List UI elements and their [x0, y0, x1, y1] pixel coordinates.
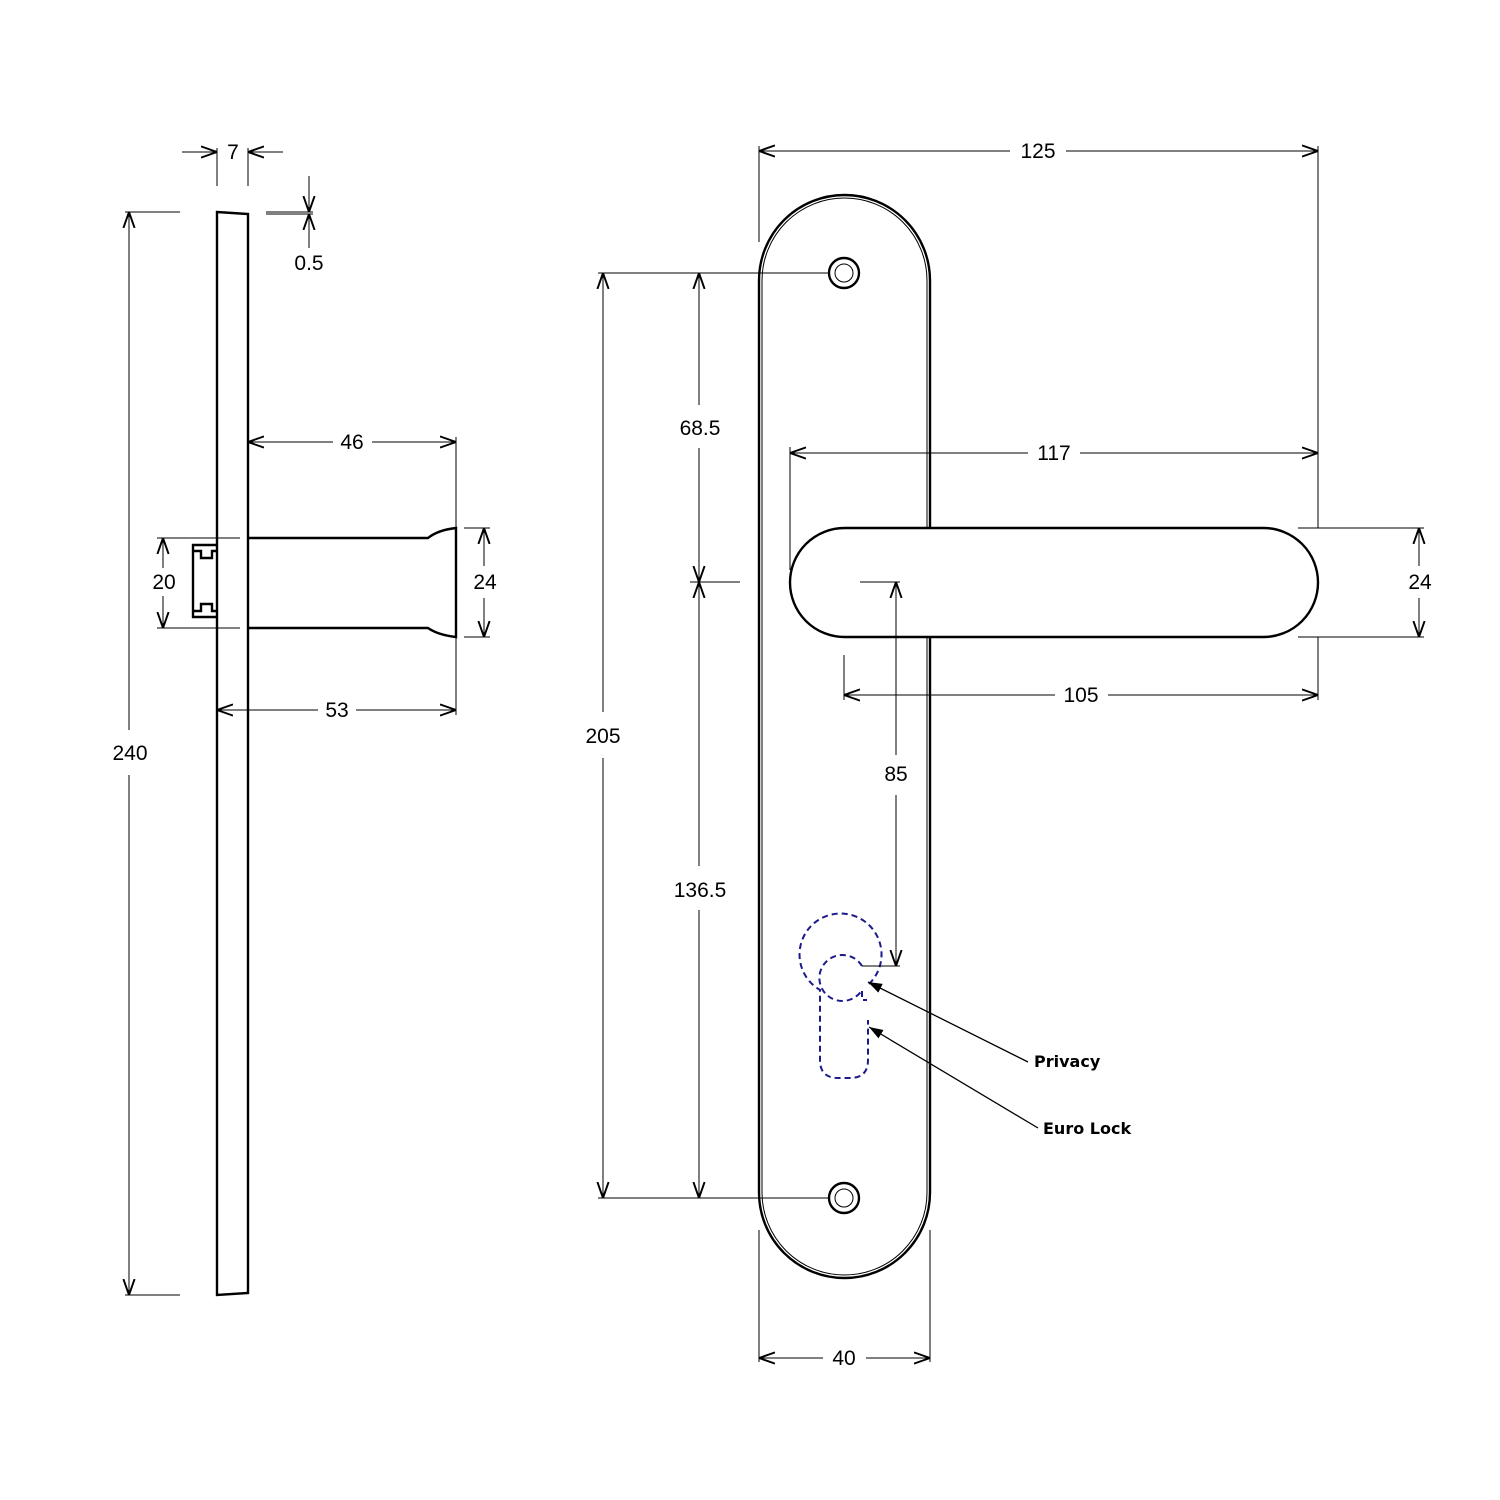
dim-front-lever-to-lock: 85	[884, 763, 907, 786]
dim-side-total-depth: 53	[325, 699, 348, 722]
callout-privacy: Privacy	[1034, 1052, 1101, 1071]
front-view	[757, 193, 1320, 1280]
callout-euro-lock: Euro Lock	[1043, 1119, 1131, 1138]
dim-front-lever-projection: 105	[1063, 684, 1098, 707]
bottom-fixing-hole	[827, 1181, 861, 1215]
dim-side-chamfer: 0.5	[294, 252, 323, 275]
euro-lock-leader	[868, 1026, 1039, 1129]
callouts: Privacy Euro Lock	[867, 981, 1131, 1138]
side-dimensions: 7 0.5 240 46 53 20 24	[112, 141, 497, 1296]
dim-side-thickness: 7	[227, 141, 239, 164]
front-lever	[788, 526, 1320, 639]
dim-side-lever-dia: 24	[473, 571, 497, 594]
side-spindle	[191, 543, 217, 619]
front-backplate	[757, 193, 932, 1280]
dim-side-lever-depth: 46	[340, 431, 363, 454]
dim-front-lever-to-hole: 136.5	[674, 879, 727, 902]
dim-front-hole-to-lever: 68.5	[680, 417, 721, 440]
dim-front-lever-dia: 24	[1408, 571, 1432, 594]
side-lever	[248, 526, 458, 639]
dim-side-spindle: 20	[152, 571, 175, 594]
dim-front-hole-centres: 205	[585, 725, 620, 748]
side-backplate	[215, 210, 250, 1297]
dim-front-width-total: 125	[1020, 140, 1055, 163]
front-dimensions: 125 117 24 105 85 205 68	[585, 140, 1432, 1370]
dim-front-plate-width: 40	[832, 1347, 855, 1370]
top-fixing-hole	[827, 256, 861, 290]
side-view	[191, 210, 458, 1297]
dim-front-lever-length: 117	[1037, 442, 1070, 465]
privacy-outline	[818, 954, 867, 1002]
euro-lock-outline	[798, 912, 883, 1079]
privacy-leader	[867, 981, 1029, 1063]
dim-side-height: 240	[112, 742, 147, 765]
